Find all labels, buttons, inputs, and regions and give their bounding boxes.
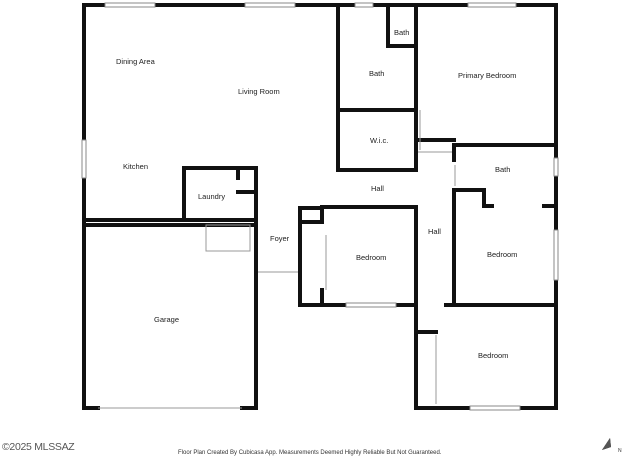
compass-label: N [618,448,622,454]
walls [82,3,558,410]
room-label-hall-2: Hall [428,227,441,236]
door-details [98,110,456,409]
copyright-text: ©2025 MLSSAZ [2,441,75,453]
room-label-kitchen: Kitchen [123,162,148,171]
room-label-garage: Garage [154,315,179,324]
room-label-bedroom-3: Bedroom [478,351,508,360]
room-label-bath-3: Bath [495,165,510,174]
room-label-foyer: Foyer [270,234,290,243]
room-label-laundry: Laundry [198,192,225,201]
room-label-wic: W.i.c. [370,136,388,145]
windows [81,2,559,411]
room-label-hall-1: Hall [371,184,384,193]
disclaimer-text: Floor Plan Created By Cubicasa App. Meas… [178,450,442,456]
room-label-living-room: Living Room [238,87,280,96]
room-label-primary-bedroom: Primary Bedroom [458,71,516,80]
room-labels: Dining Area Living Room Kitchen Laundry … [116,28,517,360]
floor-plan: Dining Area Living Room Kitchen Laundry … [81,2,559,411]
room-label-dining-area: Dining Area [116,57,156,66]
north-arrow-icon: N [602,438,622,454]
room-label-bedroom-1: Bedroom [356,253,386,262]
room-label-bath-2: Bath [369,69,384,78]
room-label-bath-1: Bath [394,28,409,37]
room-label-bedroom-2: Bedroom [487,250,517,259]
